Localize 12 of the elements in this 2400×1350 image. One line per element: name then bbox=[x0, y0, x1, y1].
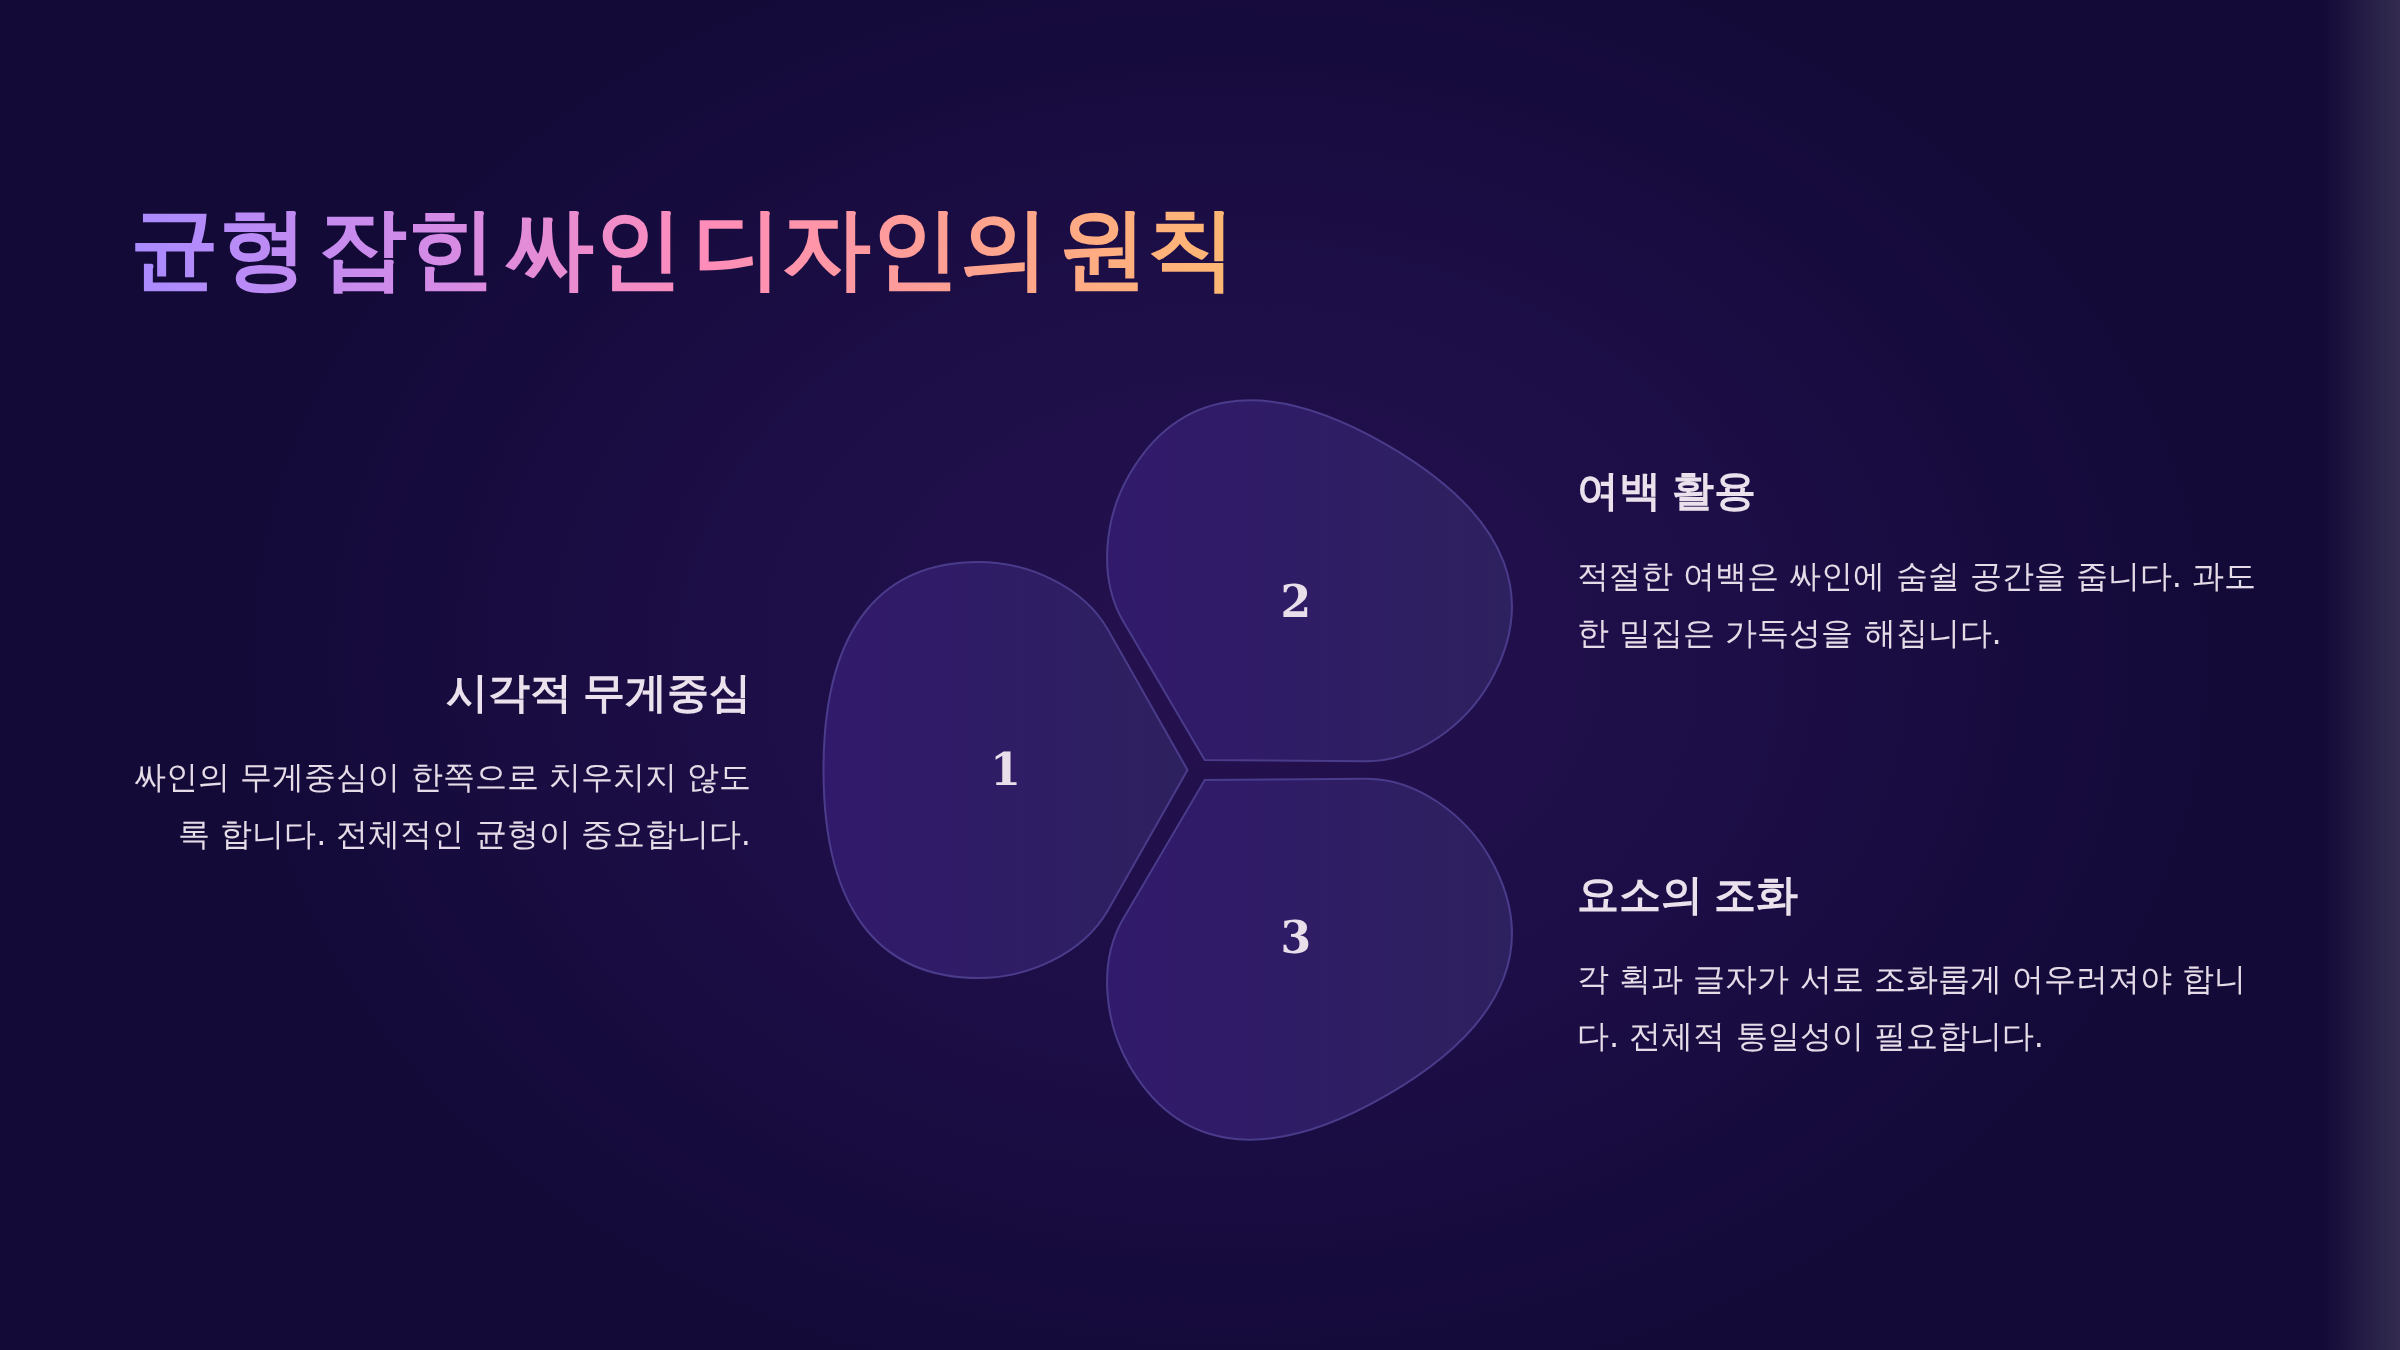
petal-shape bbox=[1105, 777, 1514, 1142]
section-heading: 여백 활용 bbox=[1577, 465, 1757, 517]
petal-number: 1 bbox=[990, 748, 1021, 792]
description-text: 각 획과 글자가 서로 조화롭게 어우러져야 합니다. 전체적 통일성이 필요합니다. bbox=[1577, 959, 2248, 1057]
description-text: 적절한 여백은 싸인에 숨쉴 공간을 줍니다. 과도한 밀집은 가독성을 해칩니다. bbox=[1577, 556, 2258, 654]
description-text: 싸인의 무게중심이 한쪽으로 치우치지 않도록 합니다. 전체적인 균형이 중요합니다. bbox=[133, 757, 751, 855]
section-heading: 시각적 무게중심 bbox=[445, 667, 751, 719]
petal-shape bbox=[1105, 398, 1514, 763]
petal-number: 3 bbox=[1280, 915, 1312, 960]
petal-shape bbox=[822, 560, 1189, 980]
petal-number: 2 bbox=[1280, 580, 1312, 625]
section-heading: 요소의 조화 bbox=[1577, 869, 1799, 921]
